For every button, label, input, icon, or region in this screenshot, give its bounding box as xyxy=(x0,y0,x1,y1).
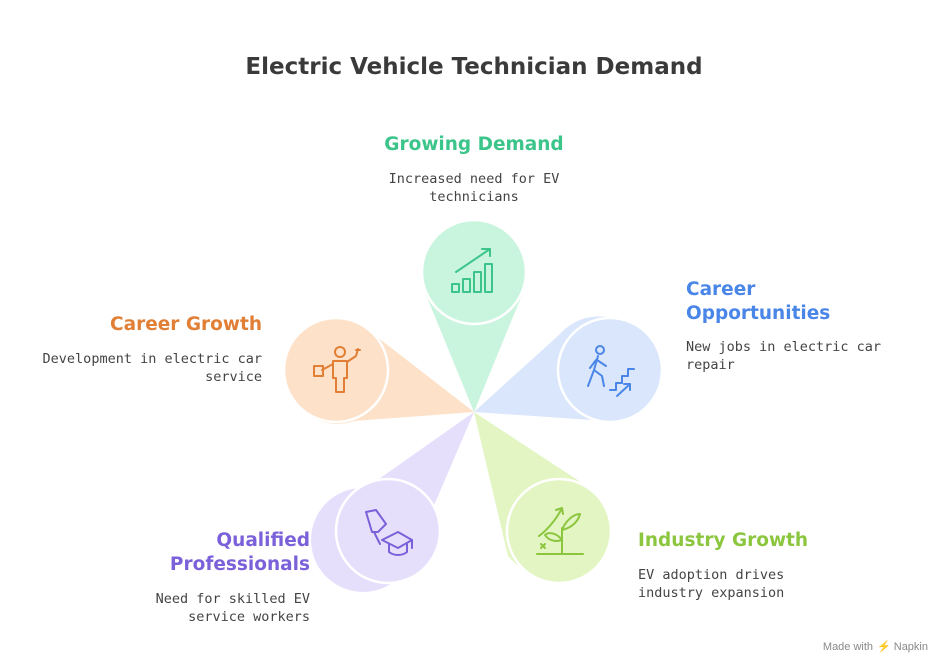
businessman-pointing-icon xyxy=(313,346,361,393)
career-growth-description: Development in electric car service xyxy=(42,351,262,385)
petal-qualified-professionals xyxy=(311,412,474,592)
graduation-cap-icon xyxy=(365,509,413,556)
made-with-text: Made with xyxy=(822,641,874,653)
industry-growth-label: Industry Growth xyxy=(638,530,809,551)
petal-growing-demand xyxy=(420,218,528,412)
napkin-brand-text: Napkin xyxy=(893,641,928,653)
career-opportunities-label: Career Opportunities xyxy=(686,279,831,324)
petal-career-growth xyxy=(282,316,474,424)
napkin-credit[interactable]: Made with⚡Napkin xyxy=(823,640,928,653)
qualified-professionals-label: Qualified Professionals xyxy=(169,530,310,575)
bar-chart-growth-icon xyxy=(451,248,493,293)
industry-growth-description: EV adoption drives industry expansion xyxy=(638,567,785,601)
petal-industry-growth xyxy=(474,412,613,585)
career-opportunities-description: New jobs in electric car repair xyxy=(686,339,882,373)
growing-demand-label: Growing Demand xyxy=(384,134,564,155)
napkin-logo-icon: ⚡ xyxy=(877,641,891,653)
page-title: Electric Vehicle Technician Demand xyxy=(245,54,703,80)
qualified-professionals-description: Need for skilled EV service workers xyxy=(155,591,310,625)
person-climbing-stairs-icon xyxy=(587,345,635,397)
career-growth-label: Career Growth xyxy=(110,314,262,335)
growing-demand-description: Increased need for EV technicians xyxy=(388,171,560,205)
petal-career-opportunities xyxy=(474,316,664,424)
sprouting-plant-icon xyxy=(536,507,584,555)
